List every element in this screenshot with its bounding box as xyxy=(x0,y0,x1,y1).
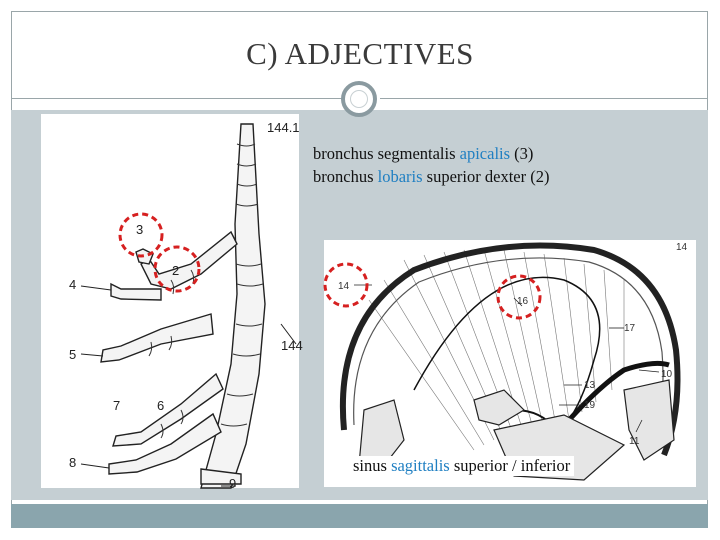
bronchi-number: 8 xyxy=(69,455,76,470)
dura-number: 14 xyxy=(676,242,688,253)
bronchi-drawing: 144.1 144 3 2 4 5 7 6 8 9 xyxy=(69,120,303,491)
dura-drawing: 14 14 16 17 10 13 19 11 xyxy=(323,242,688,481)
bronchi-figure: 144.1 144 3 2 4 5 7 6 8 9 xyxy=(41,114,303,491)
figure-label-top: 144.1 xyxy=(267,120,300,135)
bronchi-number: 9 xyxy=(229,476,236,491)
dura-number: 13 xyxy=(584,380,596,391)
bronchi-number: 2 xyxy=(172,263,179,278)
marker-circle xyxy=(496,274,542,320)
term-highlight: sagittalis xyxy=(391,456,450,475)
marker-circle xyxy=(153,245,201,293)
bronchi-number: 4 xyxy=(69,277,76,292)
dura-number: 14 xyxy=(338,281,350,292)
term-highlight: apicalis xyxy=(459,144,511,163)
title-divider-right xyxy=(380,98,708,99)
term-line-2: bronchus lobaris superior dexter (2) xyxy=(313,167,550,186)
term-highlight: lobaris xyxy=(377,167,423,186)
term-list: bronchus segmentalis apicalis (3) bronch… xyxy=(313,142,673,188)
bronchi-number: 5 xyxy=(69,347,76,362)
dura-figure: 14 14 16 17 10 13 19 11 xyxy=(323,240,696,487)
bronchi-number: 6 xyxy=(157,398,164,413)
dura-number: 10 xyxy=(661,369,673,380)
dura-number: 16 xyxy=(517,296,529,307)
sinus-caption: sinus sagittalis superior / inferior xyxy=(349,456,575,476)
slide-title: C) ADJECTIVES xyxy=(246,36,474,71)
figure-label-side: 144 xyxy=(281,338,303,353)
bronchi-number: 7 xyxy=(113,398,120,413)
term-line-1: bronchus segmentalis apicalis (3) xyxy=(313,144,534,163)
dura-number: 17 xyxy=(624,323,636,334)
dura-number: 11 xyxy=(629,436,640,447)
marker-circle xyxy=(323,262,369,308)
marker-circle xyxy=(118,212,164,258)
bronchi-number: 3 xyxy=(136,222,143,237)
title-divider-left xyxy=(11,98,342,99)
dura-number: 19 xyxy=(584,400,596,411)
ring-ornament-icon xyxy=(341,81,377,117)
footer-bar xyxy=(11,504,708,528)
